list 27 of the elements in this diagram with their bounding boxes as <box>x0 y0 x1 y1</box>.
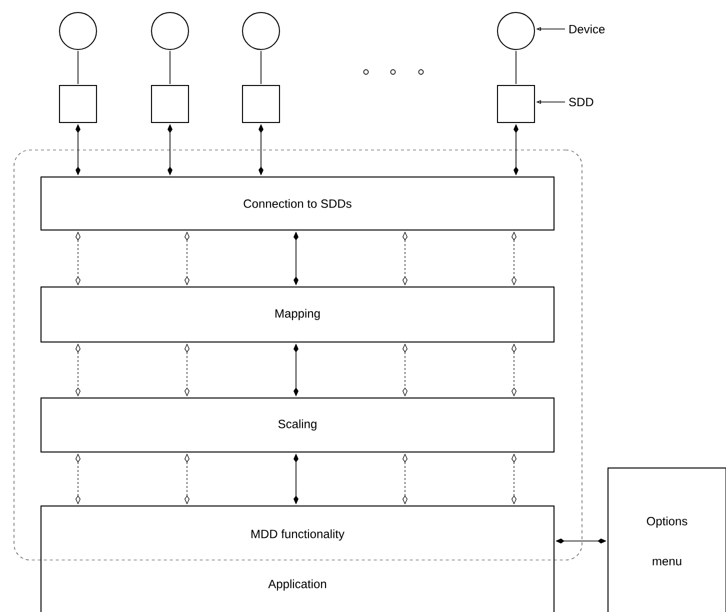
device-circle <box>497 12 535 50</box>
device-circle <box>242 12 280 50</box>
sdd-box <box>497 85 535 123</box>
double-arrow <box>512 232 516 286</box>
dashed-region <box>14 150 582 560</box>
double-arrow <box>402 454 408 504</box>
sdd-box <box>151 85 189 123</box>
double-arrow <box>76 232 80 286</box>
device-circle <box>59 12 97 50</box>
double-arrow <box>402 344 408 396</box>
sdd-box <box>242 85 280 123</box>
double-arrow <box>512 454 516 504</box>
application-box: MDD functionality Application <box>40 506 554 612</box>
device-circle <box>151 12 189 50</box>
callout-label: Device <box>570 24 605 34</box>
double-arrow <box>402 232 408 286</box>
double-arrow <box>512 344 516 396</box>
double-arrow <box>184 232 190 286</box>
layer-box: Connection to SDDs <box>40 176 554 230</box>
layer-box: Scaling <box>40 398 554 452</box>
sdd-box <box>59 85 97 123</box>
menu-box: Options menu <box>608 468 726 612</box>
double-arrow <box>76 454 80 504</box>
double-arrow <box>184 454 190 504</box>
callout-label: SDD <box>569 98 594 106</box>
connector-line <box>260 50 262 84</box>
layer-box: Mapping <box>40 286 554 342</box>
